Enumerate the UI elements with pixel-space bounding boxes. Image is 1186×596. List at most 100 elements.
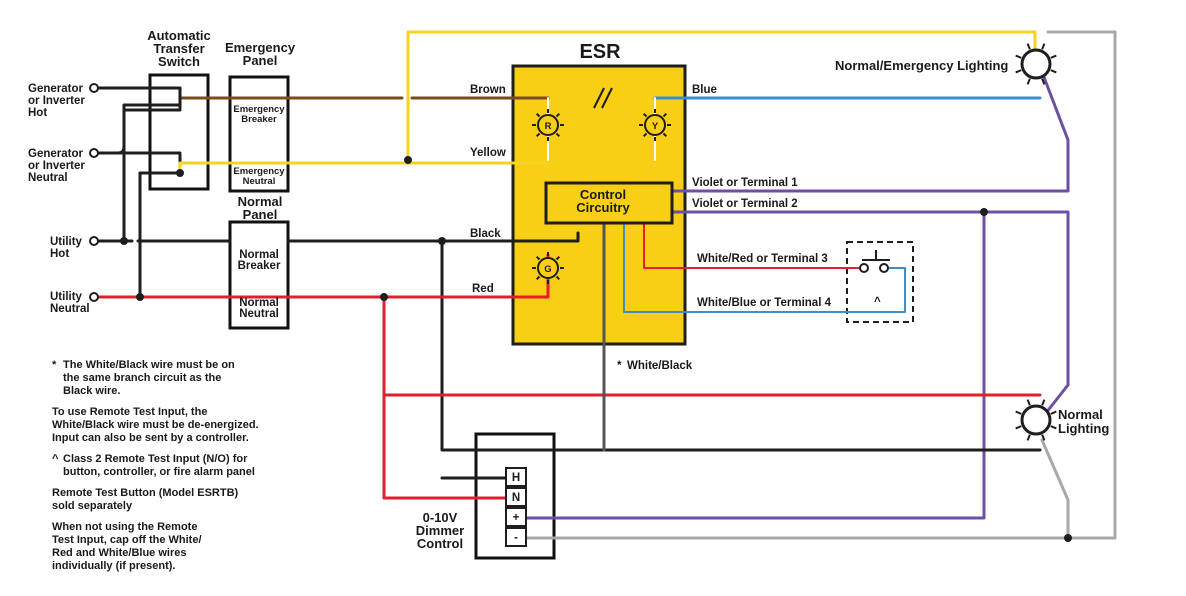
normal-panel-box [228,220,290,330]
note-mark: * [52,359,57,371]
bulb-ray [1015,54,1022,59]
control-circuitry-box [544,181,674,225]
junction-dot [438,237,446,245]
note-mark: ^ [52,453,59,465]
esr-title: ESR [579,41,621,63]
wire-violet-2 [646,210,1070,420]
wire-violet-1 [646,70,1070,193]
wire-label-violet2: Violet or Terminal 2 [692,198,798,210]
lamp-icon [644,114,666,136]
junction-dot [980,208,988,216]
wire-label-white-black: White/Black [627,360,693,372]
wire-label-white-black-mark: * [617,360,622,372]
lamp-ray [555,132,561,138]
dimmer-terminal [505,527,527,547]
relay-contact [593,87,605,109]
wire-label-blue: Blue [692,84,717,96]
wire-gray [514,30,1117,540]
bulb-ray [1026,43,1031,50]
bulb-ray [1015,69,1022,74]
junction-dot [404,156,412,164]
wire-red-down [382,295,518,500]
emergency-panel-box [228,75,290,193]
lamp-ray [662,132,668,138]
bulb-ray [1050,425,1057,430]
junction-dot [120,237,128,245]
dimmer-terminal-label: - [514,532,518,544]
wire-violet-dimmer [514,210,986,520]
bulb-ray [1026,399,1031,406]
wire-label-violet1: Violet or Terminal 1 [692,177,798,189]
bulb-ray [1050,69,1057,74]
lamp-ray [535,275,541,281]
terminal-utility-hot [89,236,99,246]
wire-label-white-red: White/Red or Terminal 3 [697,253,828,265]
label-ne-lighting: Normal/Emergency Lighting [835,58,1008,73]
bulb-icon [1020,404,1052,436]
wire-black-down [440,239,1042,452]
junction-dot [136,293,144,301]
lamp-ray [662,112,668,118]
lamp-ray [642,132,648,138]
dimmer-terminal-label: H [512,472,520,484]
lamp-ray [555,112,561,118]
lamp-label: G [544,264,551,275]
wire-label-black: Black [470,228,501,240]
lamp-ray [535,132,541,138]
bulb-ray [1026,434,1031,441]
lamp-label: R [545,121,552,132]
bulb-ray [1041,78,1046,85]
note-text: Remote Test Button (Model ESRTB) [52,487,239,499]
lamp-ray [555,255,561,261]
wire-label-brown: Brown [470,84,506,96]
wire-label-white-blue: White/Blue or Terminal 4 [697,297,832,309]
terminal-gen-neutral [89,148,99,158]
lamp-ray [555,275,561,281]
wire-white-red [643,220,861,269]
button-terminal [879,263,889,273]
lamp-icon [537,257,559,279]
button-terminal [859,263,869,273]
junction-dot [176,169,184,177]
wire-label-red: Red [472,283,494,295]
wire-normal-black [286,231,580,243]
lamp-ray [642,112,648,118]
junction-dot [1064,534,1072,542]
lamp-ray [535,112,541,118]
bulb-ray [1050,410,1057,415]
bulb-ray [1050,54,1057,59]
wire-yellow-top [406,30,1037,162]
terminal-utility-neutral [89,292,99,302]
relay-contact [601,87,613,109]
terminal-gen-hot [89,83,99,93]
wire-ats-neutral-down [138,171,182,299]
remote-caret: ^ [874,296,881,308]
bulb-ray [1041,399,1046,406]
bulb-icon [1020,48,1052,80]
lamp-ray [535,255,541,261]
indicator-lamp-yellow: Y [639,109,671,141]
bulb-ray [1041,434,1046,441]
note-subtext: sold separately [52,500,133,512]
bulb-ray [1026,78,1031,85]
dimmer-terminal [505,467,527,487]
normal-emergency-light-icon [1015,43,1057,85]
